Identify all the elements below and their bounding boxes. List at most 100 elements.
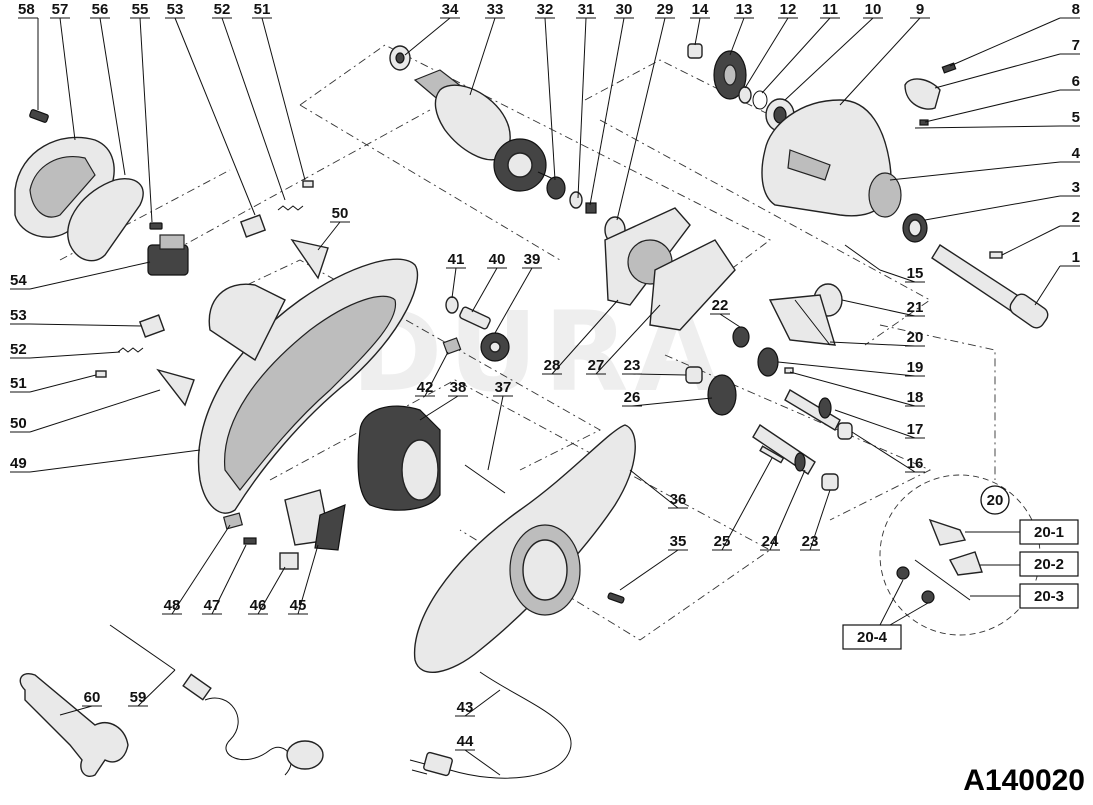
leader-line-54 (29, 261, 151, 290)
callout-label-54: 54 (10, 272, 27, 289)
leader-line-18 (789, 371, 916, 407)
part-27-gasket (649, 239, 736, 331)
callout-label-51b: 51 (10, 375, 27, 392)
callout-label-37: 37 (495, 379, 512, 396)
callout-label-43: 43 (457, 699, 474, 716)
part-2-key (989, 251, 1003, 259)
callout-label-47: 47 (204, 597, 221, 614)
part-31-washer (569, 191, 583, 209)
part-33-armature (413, 69, 561, 192)
leader-line-45 (297, 544, 319, 615)
callout-label-49: 49 (10, 455, 27, 472)
part-15-screw (844, 244, 881, 271)
sub-callout-20-2: 20-2 (1034, 556, 1064, 573)
leader-line-22 (719, 313, 741, 328)
callout-label-33: 33 (487, 1, 504, 18)
callout-label-57: 57 (52, 1, 69, 18)
part-24-shaft (752, 424, 816, 475)
leader-line-13 (729, 17, 745, 56)
callout-label-4: 4 (1072, 145, 1081, 162)
leader-line-48 (171, 524, 231, 615)
callout-label-17: 17 (907, 421, 924, 438)
callout-label-38: 38 (450, 379, 467, 396)
leader-line-51b (29, 374, 97, 393)
leader-line-59 (137, 669, 176, 707)
callout-label-18: 18 (907, 389, 924, 406)
sub-callout-20-1: 20-1 (1034, 524, 1064, 541)
part-26-gear (707, 374, 737, 416)
detail-circle-20 (879, 474, 1041, 636)
part-38-stator (357, 405, 441, 511)
callout-label-50a: 50 (332, 205, 349, 222)
leader-line-50a (317, 221, 341, 251)
part-32-bearing (546, 176, 566, 200)
leader-line-55 (139, 17, 153, 223)
callout-label-14: 14 (692, 1, 709, 18)
callout-label-8: 8 (1072, 1, 1080, 18)
callout-label-48: 48 (164, 597, 181, 614)
part-36-housing-right (413, 424, 636, 674)
callout-circle-20: 20 (980, 485, 1010, 515)
callout-label-2: 2 (1072, 209, 1080, 226)
part-37-screw (464, 464, 506, 494)
callout-label-44: 44 (457, 733, 474, 750)
part-59-mixing-paddle (109, 624, 324, 776)
callout-label-36: 36 (670, 491, 687, 508)
callout-label-50b: 50 (10, 415, 27, 432)
callout-label-3: 3 (1072, 179, 1080, 196)
leader-line-21 (841, 299, 916, 317)
leader-line-28 (551, 299, 619, 375)
leader-line-53a (174, 17, 256, 216)
leader-line-9 (839, 17, 921, 106)
callout-label-20: 20 (907, 329, 924, 346)
callout-label-42: 42 (417, 379, 434, 396)
leader-line-11 (761, 17, 831, 94)
part-46-capacitor (279, 552, 299, 570)
part-39-gear (480, 332, 510, 362)
leader-line-52a (221, 17, 286, 201)
callout-label-10: 10 (865, 1, 882, 18)
callout-label-7: 7 (1072, 37, 1080, 54)
leader-line-52b (29, 351, 121, 359)
part-35-screw (607, 592, 625, 604)
leader-lines (10, 17, 1080, 776)
callout-label-60: 60 (84, 689, 101, 706)
leader-line-35 (619, 549, 679, 591)
callout-label-31: 31 (578, 1, 595, 18)
part-41-washer (445, 296, 459, 314)
leader-line-25 (721, 457, 773, 551)
leader-line-5 (914, 125, 1061, 129)
callout-label-53a: 53 (167, 1, 184, 18)
callout-label-22: 22 (712, 297, 729, 314)
leader-line-46 (257, 566, 286, 615)
callout-label-23b: 23 (802, 533, 819, 550)
callout-label-24: 24 (762, 533, 779, 550)
part-54-brush-holder (147, 234, 189, 276)
callout-label-30: 30 (616, 1, 633, 18)
leader-line-12 (744, 17, 789, 89)
part-11-circlip (752, 90, 768, 110)
callout-label-16: 16 (907, 455, 924, 472)
sub-callout-20-3: 20-3 (1034, 588, 1064, 605)
leader-line-6 (924, 89, 1061, 123)
leader-line-2 (1001, 225, 1061, 256)
leader-line-8 (949, 17, 1061, 67)
callout-label-46: 46 (250, 597, 267, 614)
leader-line-56 (99, 17, 126, 176)
part-57-rear-cover (14, 136, 115, 238)
leader-line-42 (424, 351, 449, 397)
leader-line-27 (595, 304, 661, 375)
sub-callout-20-4: 20-4 (857, 629, 888, 646)
leader-line-37 (487, 395, 504, 471)
leader-line-40 (471, 267, 498, 313)
leader-line-15 (879, 269, 916, 283)
part-51-clips (95, 180, 314, 378)
callout-label-5: 5 (1072, 109, 1080, 126)
callout-label-55: 55 (132, 1, 149, 18)
leader-line-34 (404, 17, 451, 56)
leader-line-51a (261, 17, 306, 181)
callout-label-52b: 52 (10, 341, 27, 358)
callout-label-29: 29 (657, 1, 674, 18)
